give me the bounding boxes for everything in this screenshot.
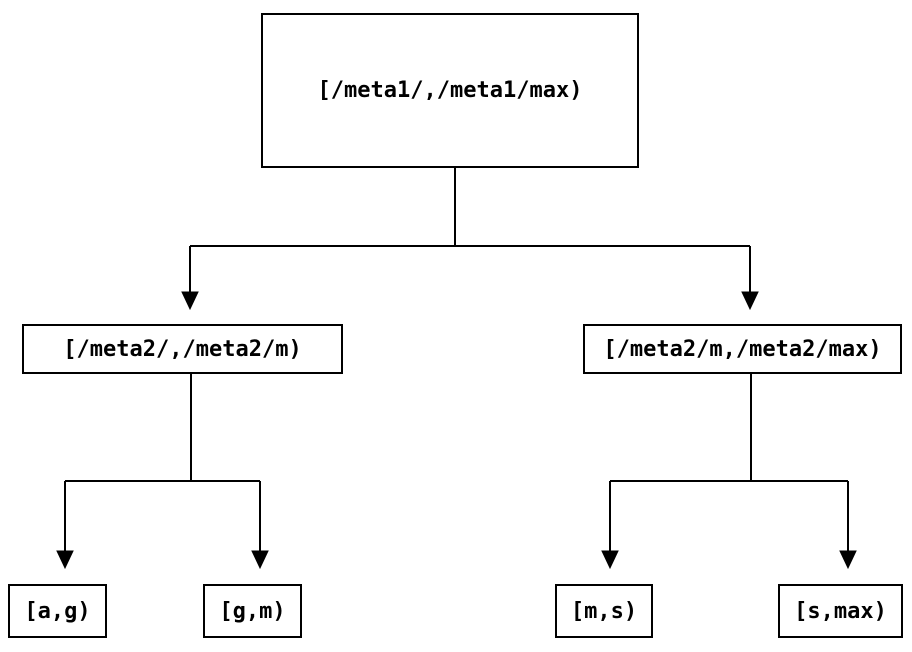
tree-leaf-ms-label: [m,s)	[570, 598, 638, 624]
tree-leaf-ag-label: [a,g)	[24, 598, 91, 624]
tree-node-root-label: [/meta1/,/meta1/max)	[317, 78, 583, 103]
tree-leaf-gm: [g,m)	[203, 584, 302, 638]
connector-left-node-to-leaves	[56, 374, 269, 570]
arrowhead-to-leaf-gm	[251, 550, 269, 570]
tree-leaf-ag: [a,g)	[8, 584, 107, 638]
arrowhead-to-leaf-smax	[839, 550, 857, 570]
tree-node-meta2-right: [/meta2/m,/meta2/max)	[583, 324, 902, 374]
arrowhead-to-right-node	[741, 291, 759, 311]
tree-leaf-gm-label: [g,m)	[219, 598, 286, 624]
tree-node-meta2-right-label: [/meta2/m,/meta2/max)	[603, 336, 882, 362]
tree-node-meta2-left: [/meta2/,/meta2/m)	[22, 324, 343, 374]
connector-root-to-level2	[181, 168, 759, 311]
arrowhead-to-left-node	[181, 291, 199, 311]
connector-right-node-to-leaves	[601, 374, 857, 570]
arrowhead-to-leaf-ag	[56, 550, 74, 570]
tree-node-meta2-left-label: [/meta2/,/meta2/m)	[63, 336, 302, 362]
arrowhead-to-leaf-ms	[601, 550, 619, 570]
tree-leaf-ms: [m,s)	[555, 584, 653, 638]
tree-leaf-smax-label: [s,max)	[794, 598, 887, 624]
tree-node-root: [/meta1/,/meta1/max)	[261, 13, 639, 168]
tree-leaf-smax: [s,max)	[778, 584, 903, 638]
